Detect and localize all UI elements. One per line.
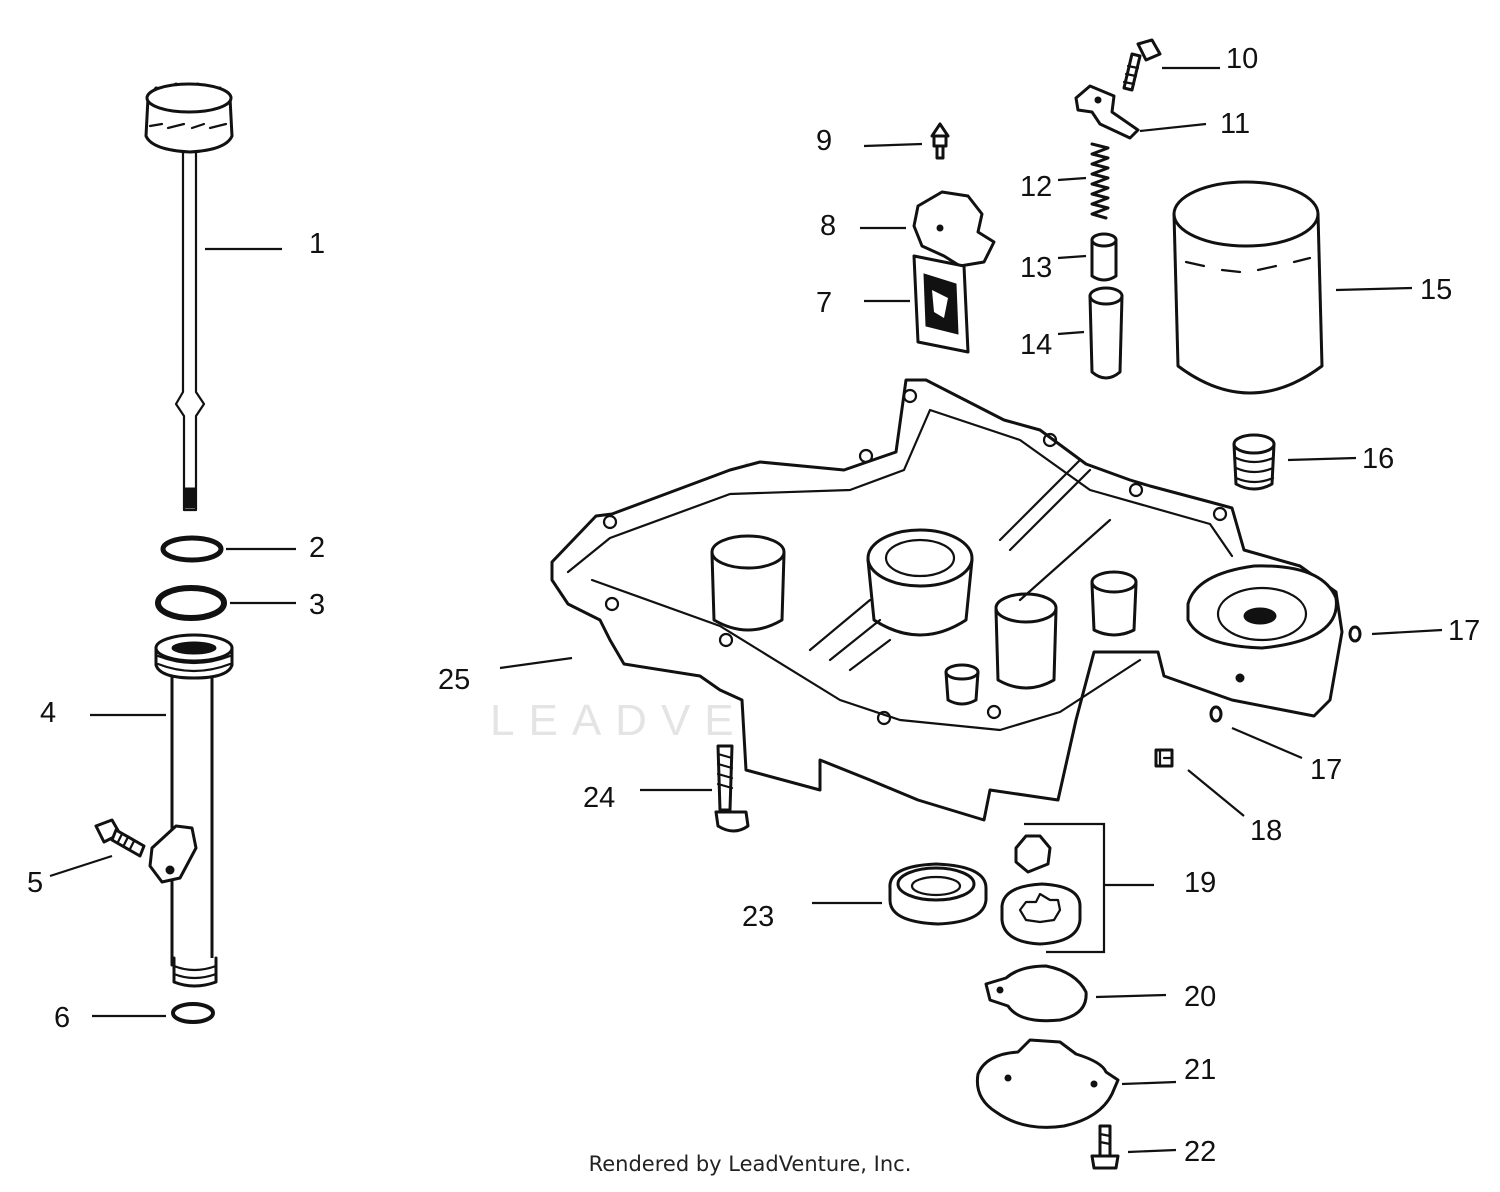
part-clip-18[interactable]: [1154, 748, 1174, 768]
part-screw-5[interactable]: [94, 818, 146, 858]
part-dipstick[interactable]: [144, 82, 234, 512]
part-oil-pump-19[interactable]: [1000, 822, 1106, 954]
callout-8: 8: [820, 210, 836, 242]
rendered-by-footer: Rendered by LeadVenture, Inc.: [588, 1152, 912, 1176]
callout-23: 23: [742, 901, 774, 933]
callout-2: 2: [309, 532, 325, 564]
callout-1: 1: [309, 228, 325, 260]
part-baffle-8[interactable]: [912, 190, 996, 268]
part-sleeve-14[interactable]: [1088, 286, 1124, 380]
callout-3: 3: [309, 589, 325, 621]
part-oil-pan-25[interactable]: [550, 378, 1344, 822]
part-cover-21[interactable]: [975, 1038, 1120, 1129]
callout-15: 15: [1420, 274, 1452, 306]
callout-18: 18: [1250, 815, 1282, 847]
part-valve-13[interactable]: [1090, 232, 1118, 282]
part-seal-23[interactable]: [888, 862, 988, 926]
callout-6: 6: [54, 1002, 70, 1034]
part-gasket-20[interactable]: [984, 964, 1088, 1023]
part-o-ring-6[interactable]: [171, 1002, 215, 1024]
part-dipstick-tube[interactable]: [148, 633, 234, 988]
callout-4: 4: [40, 697, 56, 729]
callout-17-lower: 17: [1310, 754, 1342, 786]
part-decal-7[interactable]: [912, 254, 970, 354]
callout-5: 5: [27, 867, 43, 899]
part-bolt-10[interactable]: [1122, 38, 1162, 92]
part-o-ring-3[interactable]: [155, 585, 227, 621]
callout-17-upper: 17: [1448, 615, 1480, 647]
part-plug-16[interactable]: [1232, 433, 1276, 491]
part-screw-9[interactable]: [930, 122, 950, 160]
callout-7: 7: [816, 287, 832, 319]
part-o-ring-2[interactable]: [160, 535, 224, 563]
callout-labels: 1 2 3 4 5 6 7 8 9 10 11 12 13 14 15 16 1…: [27, 43, 1480, 1168]
callout-13: 13: [1020, 252, 1052, 284]
callout-11: 11: [1220, 108, 1250, 140]
part-plug-17a[interactable]: [1348, 625, 1362, 643]
part-plug-17b[interactable]: [1209, 705, 1223, 723]
callout-22: 22: [1184, 1136, 1216, 1168]
callout-19: 19: [1184, 867, 1216, 899]
callout-20: 20: [1184, 981, 1216, 1013]
callout-24: 24: [583, 782, 615, 814]
callout-9: 9: [816, 125, 832, 157]
callout-21: 21: [1184, 1054, 1216, 1086]
callout-12: 12: [1020, 171, 1052, 203]
callout-16: 16: [1362, 443, 1394, 475]
leader-lines: [49, 66, 1443, 1154]
callout-10: 10: [1226, 43, 1258, 75]
part-bolt-24[interactable]: [714, 744, 750, 833]
callout-25: 25: [438, 664, 470, 696]
part-oil-filter-15[interactable]: [1172, 180, 1324, 395]
part-spring-12[interactable]: [1090, 142, 1110, 220]
part-screw-22[interactable]: [1090, 1124, 1120, 1170]
callout-14: 14: [1020, 329, 1052, 361]
part-bracket-11[interactable]: [1074, 84, 1140, 140]
